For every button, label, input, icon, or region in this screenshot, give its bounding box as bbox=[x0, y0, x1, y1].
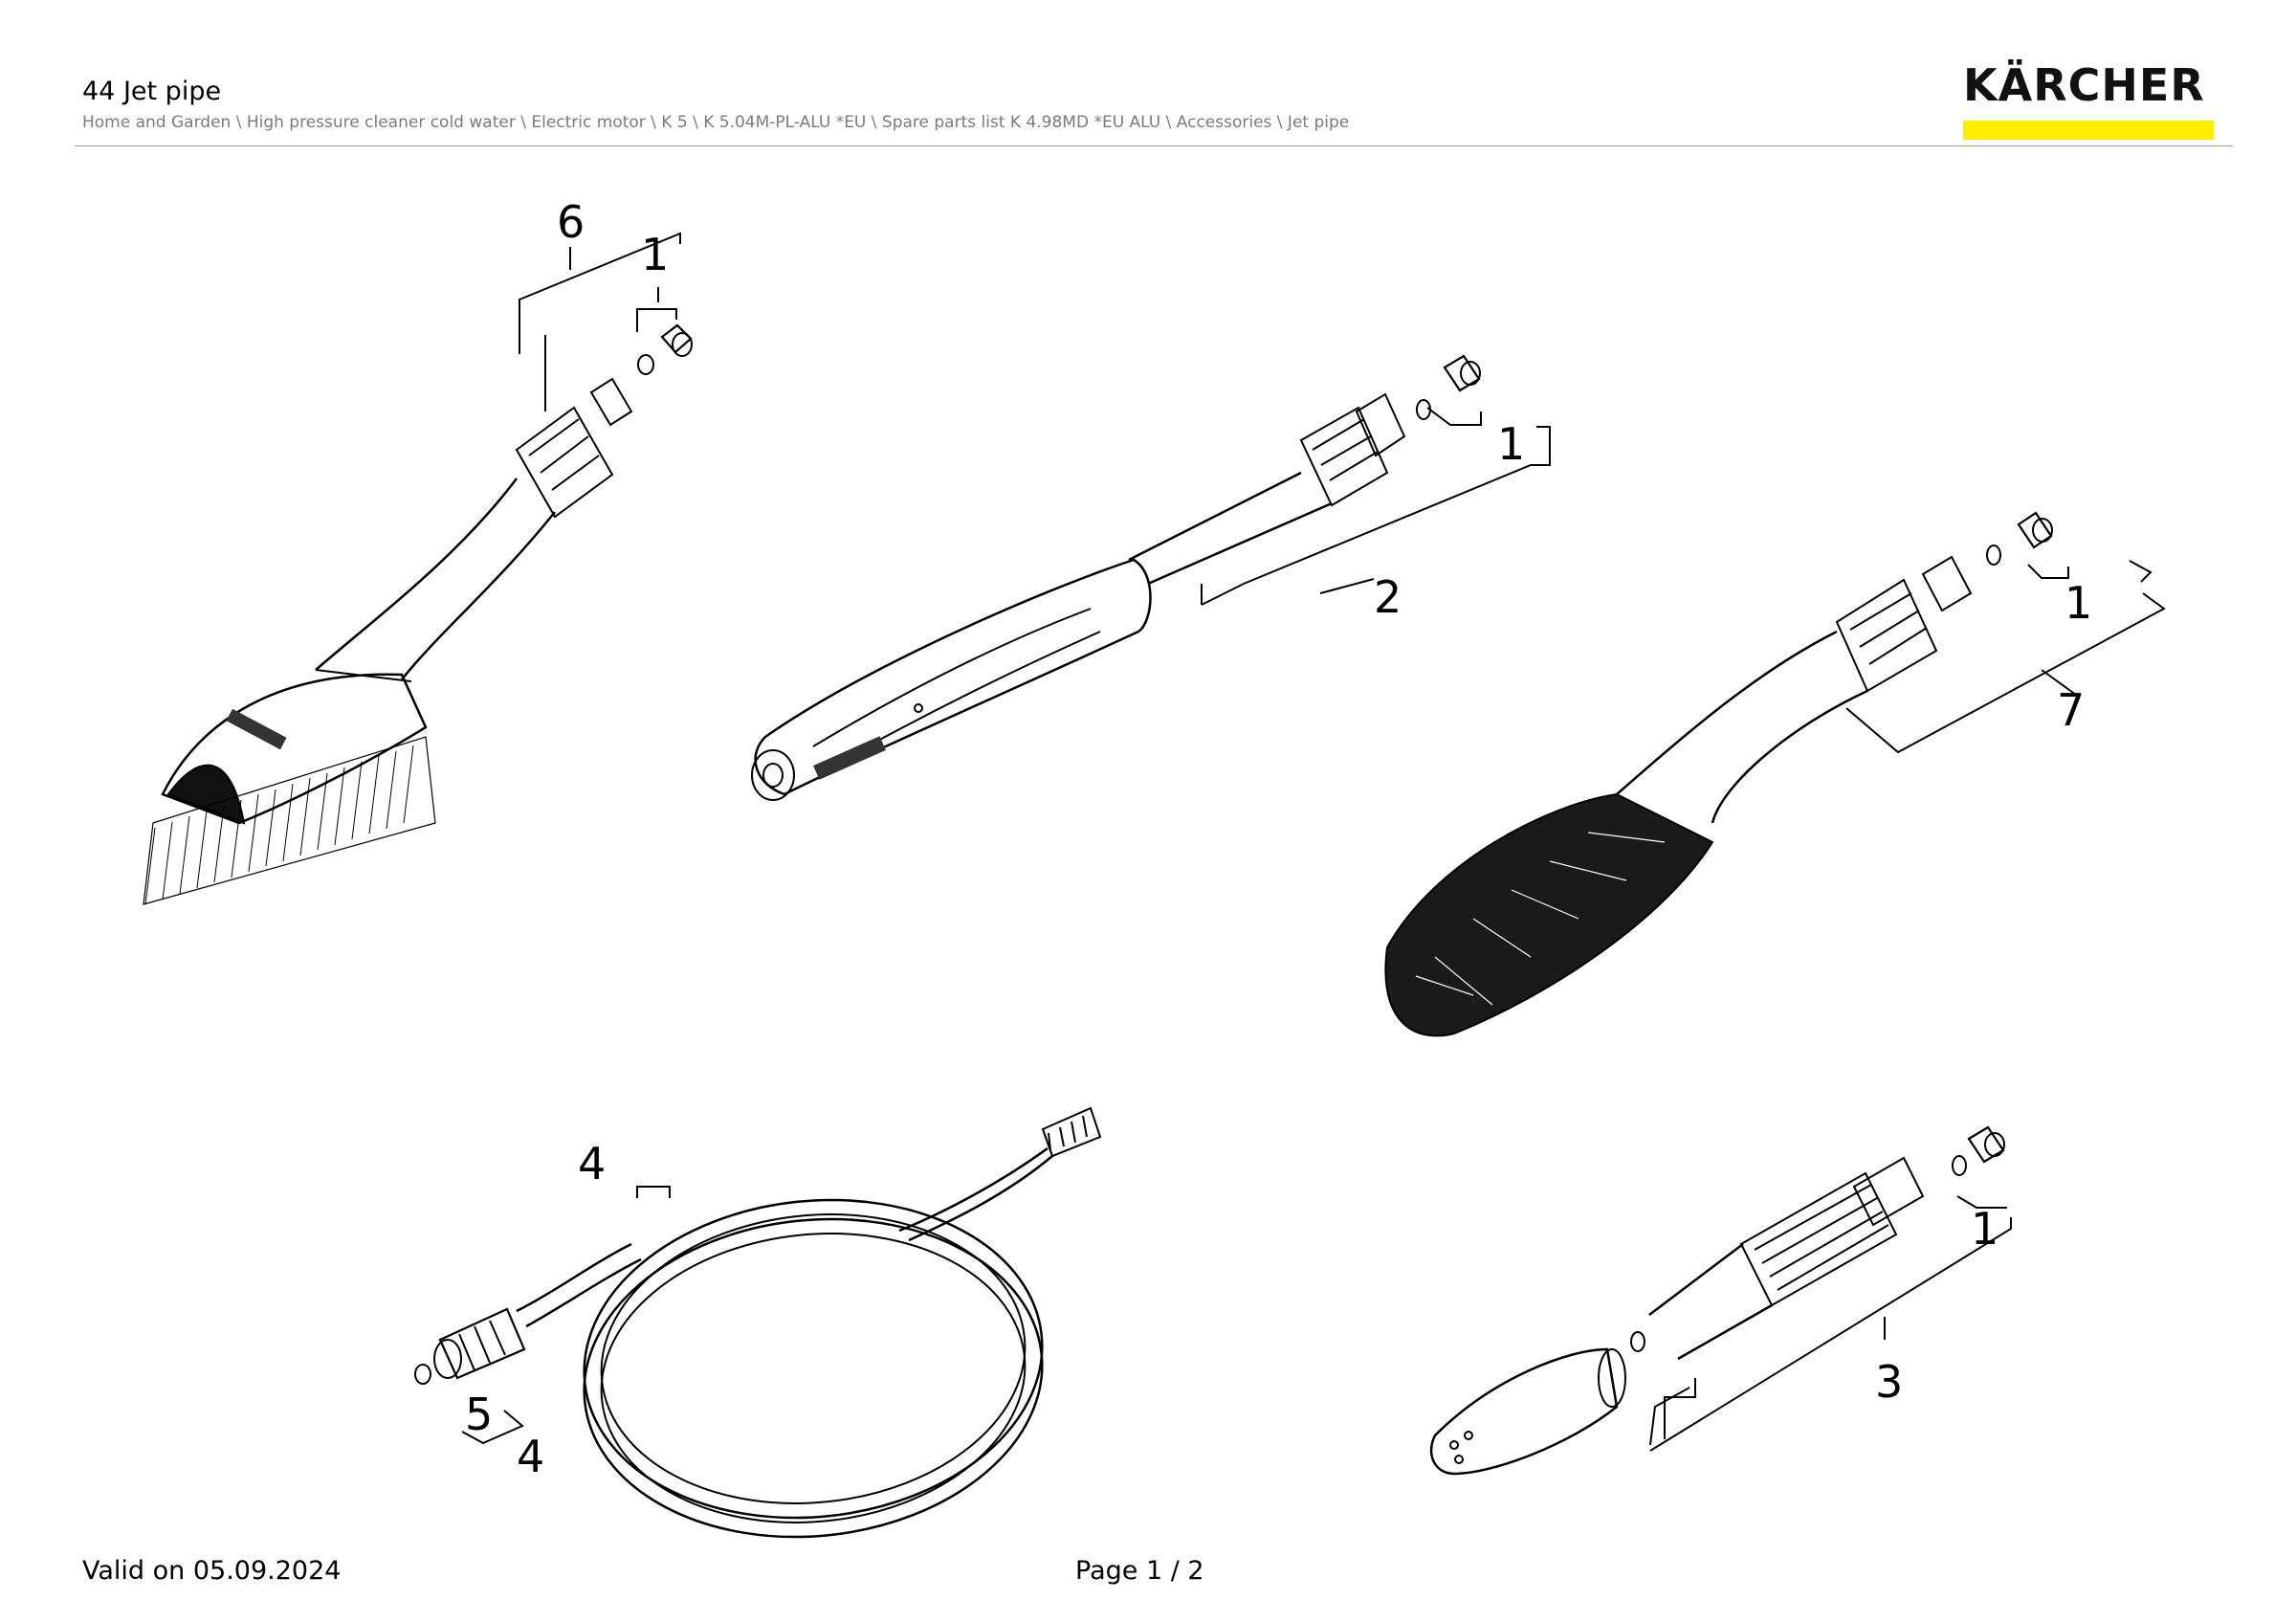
callout-5: 5 bbox=[465, 1389, 493, 1440]
callout-1: 1 bbox=[2064, 577, 2092, 629]
callout-3: 3 bbox=[1875, 1356, 1903, 1408]
callout-1: 1 bbox=[641, 229, 669, 280]
callout-1: 1 bbox=[1497, 418, 1525, 470]
callout-7: 7 bbox=[2057, 684, 2085, 736]
page-title: 44 Jet pipe bbox=[82, 77, 222, 106]
logo-wordmark: KÄRCHER bbox=[1963, 59, 2205, 111]
callout-1: 1 bbox=[1971, 1203, 1998, 1255]
rotary-brush-drawing bbox=[1384, 511, 2166, 1037]
page-number: Page 1 / 2 bbox=[1075, 1556, 1204, 1586]
jet-pipe-drawing bbox=[751, 354, 1551, 801]
breadcrumb[interactable]: Home and Garden \ High pressure cleaner … bbox=[82, 113, 1350, 132]
rotary-nozzle-drawing bbox=[1429, 1125, 2012, 1476]
callout-4: 4 bbox=[517, 1431, 544, 1482]
valid-date: Valid on 05.09.2024 bbox=[82, 1556, 342, 1586]
callout-2: 2 bbox=[1374, 571, 1402, 623]
logo-yellow-bar bbox=[1963, 121, 2214, 140]
callout-6: 6 bbox=[557, 196, 585, 248]
brand-logo: KÄRCHER bbox=[1963, 63, 2214, 140]
wash-brush-drawing bbox=[143, 232, 693, 905]
hose-drawing bbox=[414, 1106, 1102, 1539]
header-divider bbox=[75, 145, 2233, 146]
callout-4: 4 bbox=[578, 1138, 606, 1189]
